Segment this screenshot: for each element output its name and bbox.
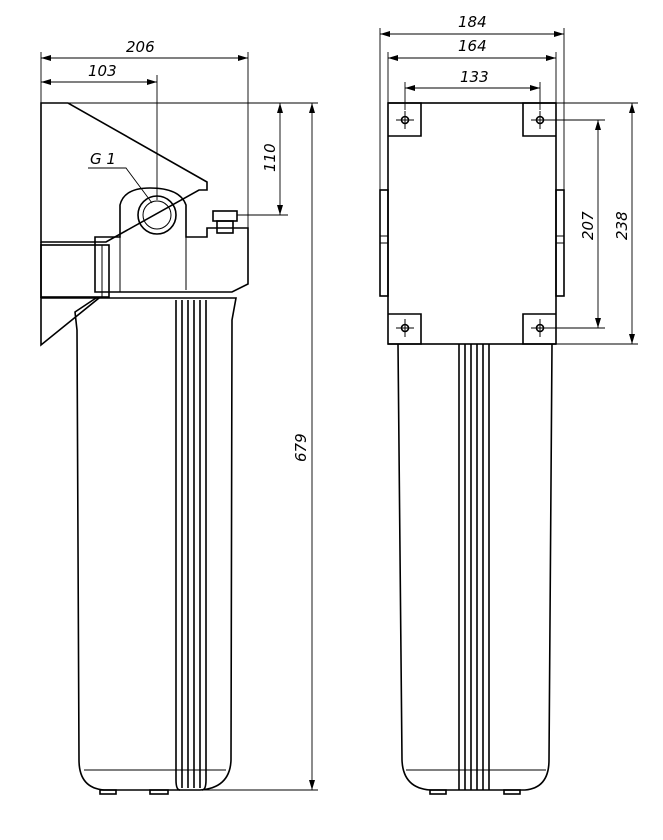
filter-head: [94, 187, 249, 293]
housing-ribs-side: [175, 300, 207, 791]
relief-valve: [212, 210, 238, 222]
front-view: 184 164 133 207 238: [379, 13, 638, 795]
dim-bracket-width: 184: [458, 13, 487, 31]
side-bracket: [40, 102, 208, 347]
side-view: G 1 206 103 110 679: [40, 38, 318, 795]
dim-hole-spacing-v: 207: [579, 211, 597, 240]
filter-housing-side: [74, 297, 237, 791]
dim-axis-width: 103: [88, 62, 117, 80]
inlet-port: [40, 244, 110, 298]
dim-bracket-inner-width: 164: [458, 37, 487, 55]
g1-inlet-circle: [137, 195, 177, 235]
filter-housing-front: [397, 343, 553, 791]
dim-bracket-height: 238: [613, 211, 631, 240]
corner-pad-bl: [388, 313, 422, 345]
thread-label: G 1: [90, 150, 116, 168]
dim-inlet-height: 110: [261, 143, 279, 172]
dim-total-height: 679: [292, 433, 310, 462]
corner-pad-tr: [522, 102, 556, 137]
housing-ribs-front: [458, 344, 490, 790]
dim-hole-spacing-h: 133: [460, 68, 489, 86]
g1-leader: [88, 167, 153, 204]
corner-pad-br: [522, 313, 556, 345]
front-bracket-plate: [387, 102, 557, 345]
dim-side-width: 206: [126, 38, 155, 56]
mounting-holes: [396, 111, 549, 337]
corner-pad-tl: [388, 102, 422, 137]
